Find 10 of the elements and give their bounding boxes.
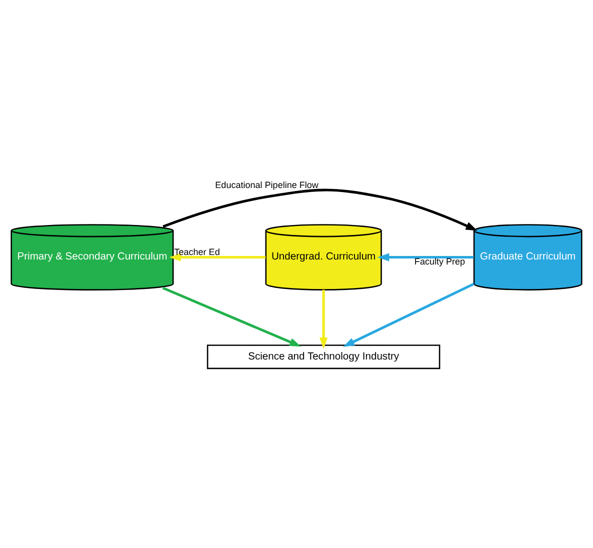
arrow xyxy=(169,252,266,261)
edge-label: Teacher Ed xyxy=(174,246,220,256)
arrow xyxy=(378,252,474,261)
edge-label: Educational Pipeline Flow xyxy=(215,179,318,190)
arrow xyxy=(162,188,478,230)
arrow xyxy=(162,286,302,346)
arrow xyxy=(320,289,328,349)
arrow xyxy=(343,282,474,346)
edge-label: Faculty Prep xyxy=(414,256,466,266)
node-box: Science and Technology Industry xyxy=(206,344,440,369)
